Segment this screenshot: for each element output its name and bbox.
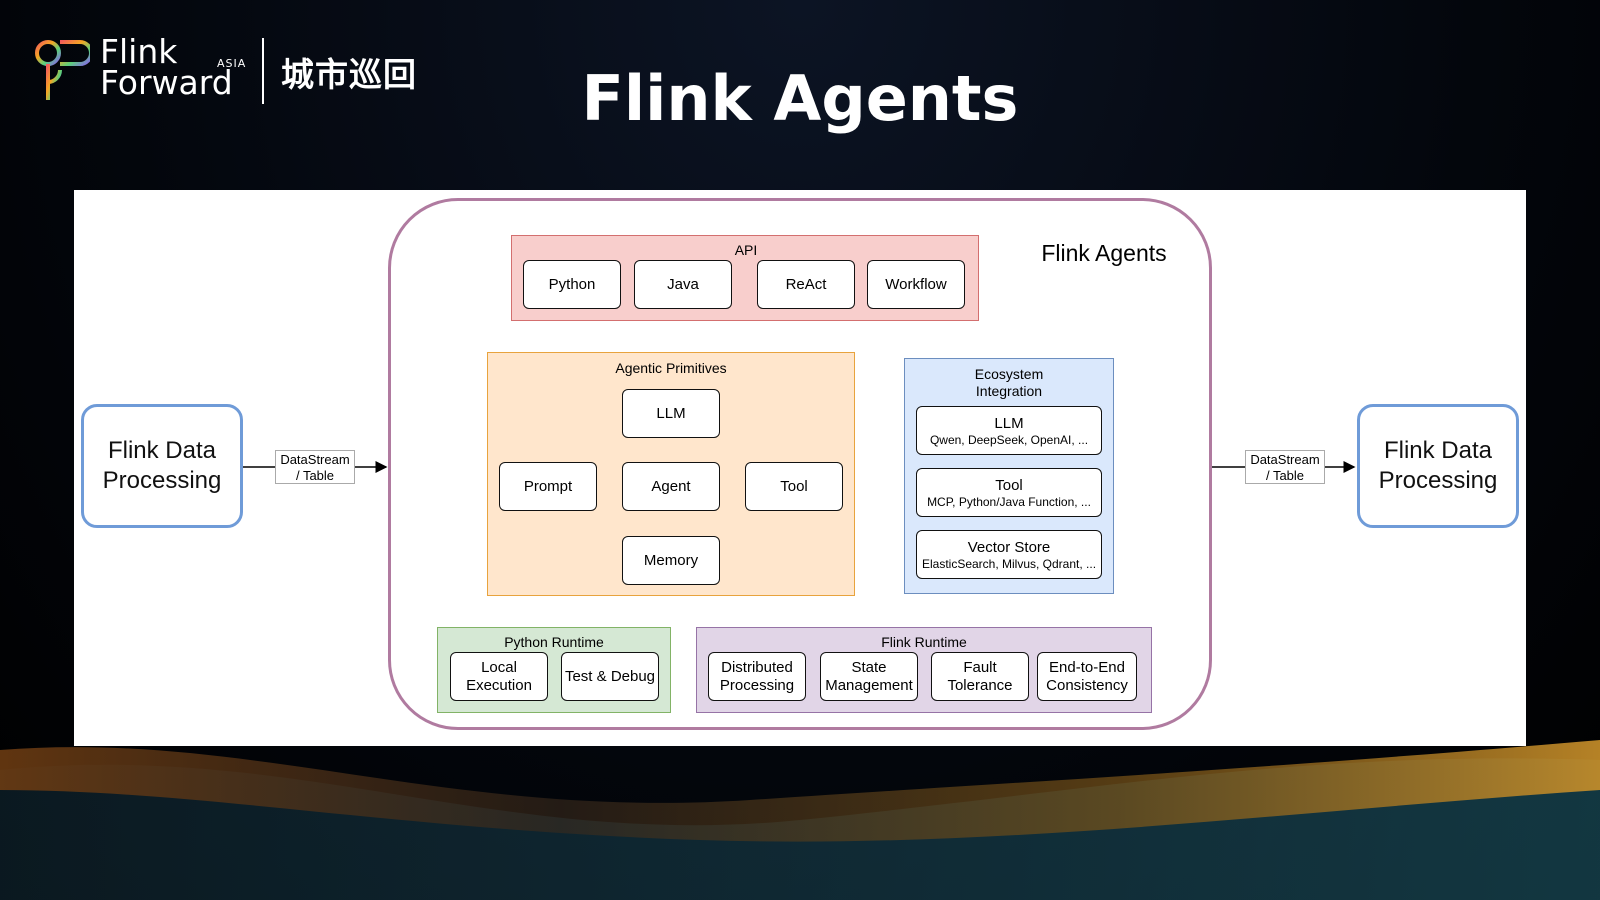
logo-line-1: Flink xyxy=(100,32,178,71)
ecosystem-llm: LLM Qwen, DeepSeek, OpenAI, ... xyxy=(916,406,1102,455)
flink-state-management: State Management xyxy=(820,652,918,701)
primitive-agent: Agent xyxy=(622,462,720,511)
api-title: API xyxy=(734,242,758,258)
ecosystem-tool-detail: MCP, Python/Java Function, ... xyxy=(927,494,1091,509)
distributed-line-2: Processing xyxy=(719,676,795,694)
logo-wordmark: Flink Forward xyxy=(100,32,233,102)
ecosystem-tool-name: Tool xyxy=(995,476,1023,494)
ecosystem-title-line-2: Integration xyxy=(975,383,1043,399)
right-datastream-label: DataStream / Table xyxy=(1245,450,1325,484)
ecosystem-title: Ecosystem Integration xyxy=(934,366,1084,400)
state-line-1: State xyxy=(851,658,887,676)
ecosystem-llm-name: LLM xyxy=(994,414,1024,432)
local-execution-line-2: Execution xyxy=(466,676,532,694)
consistency-line-1: End-to-End xyxy=(1049,658,1125,676)
fault-line-1: Fault xyxy=(963,658,997,676)
ecosystem-title-line-1: Ecosystem xyxy=(974,366,1044,382)
left-flink-data-processing: Flink Data Processing xyxy=(81,404,243,528)
left-datastream-label: DataStream / Table xyxy=(275,450,355,484)
logo-chinese-text: 城市巡回 xyxy=(281,55,417,94)
primitive-memory: Memory xyxy=(622,536,720,585)
right-flink-data-processing: Flink Data Processing xyxy=(1357,404,1519,528)
api-python: Python xyxy=(523,260,621,309)
right-tag-line-1: DataStream xyxy=(1250,452,1320,467)
wave-background xyxy=(0,740,1600,900)
state-line-2: Management xyxy=(825,676,913,694)
ecosystem-vector-store: Vector Store ElasticSearch, Milvus, Qdra… xyxy=(916,530,1102,579)
primitive-tool: Tool xyxy=(745,462,843,511)
left-tag-line-2: / Table xyxy=(295,468,335,483)
architecture-diagram: Flink Agents Flink Data Processing Flink… xyxy=(74,190,1526,746)
local-execution-line-1: Local xyxy=(481,658,517,676)
left-tag-line-1: DataStream xyxy=(280,452,350,467)
ecosystem-vector-store-detail: ElasticSearch, Milvus, Qdrant, ... xyxy=(921,556,1097,571)
logo-divider xyxy=(262,38,264,104)
flink-runtime-title: Flink Runtime xyxy=(881,634,967,650)
slide-title: Flink Agents xyxy=(581,62,1019,135)
flink-forward-logo-icon xyxy=(35,40,90,100)
python-local-execution: Local Execution xyxy=(450,652,548,701)
primitive-llm: LLM xyxy=(622,389,720,438)
right-node-line-2: Processing xyxy=(1378,467,1498,494)
distributed-line-1: Distributed xyxy=(721,658,793,676)
primitive-prompt: Prompt xyxy=(499,462,597,511)
agentic-primitives-title: Agentic Primitives xyxy=(615,360,727,376)
left-node-line-1: Flink Data xyxy=(107,437,217,464)
python-runtime-title: Python Runtime xyxy=(504,634,604,650)
ecosystem-tool: Tool MCP, Python/Java Function, ... xyxy=(916,468,1102,517)
frame-title: Flink Agents xyxy=(1041,240,1167,266)
api-java: Java xyxy=(634,260,732,309)
fault-line-2: Tolerance xyxy=(947,676,1013,694)
api-workflow: Workflow xyxy=(867,260,965,309)
ecosystem-vector-store-name: Vector Store xyxy=(967,538,1051,556)
right-tag-line-2: / Table xyxy=(1265,468,1305,483)
python-test-debug: Test & Debug xyxy=(561,652,659,701)
flink-distributed-processing: Distributed Processing xyxy=(708,652,806,701)
logo-line-2: Forward xyxy=(100,63,233,102)
left-node-line-2: Processing xyxy=(102,467,222,494)
ecosystem-llm-detail: Qwen, DeepSeek, OpenAI, ... xyxy=(929,432,1089,447)
logo-region: ASIA xyxy=(217,57,247,70)
api-react: ReAct xyxy=(757,260,855,309)
right-node-line-1: Flink Data xyxy=(1383,437,1493,464)
flink-fault-tolerance: Fault Tolerance xyxy=(931,652,1029,701)
consistency-line-2: Consistency xyxy=(1046,676,1128,694)
flink-end-to-end-consistency: End-to-End Consistency xyxy=(1037,652,1137,701)
flink-agents-frame xyxy=(388,198,1212,730)
